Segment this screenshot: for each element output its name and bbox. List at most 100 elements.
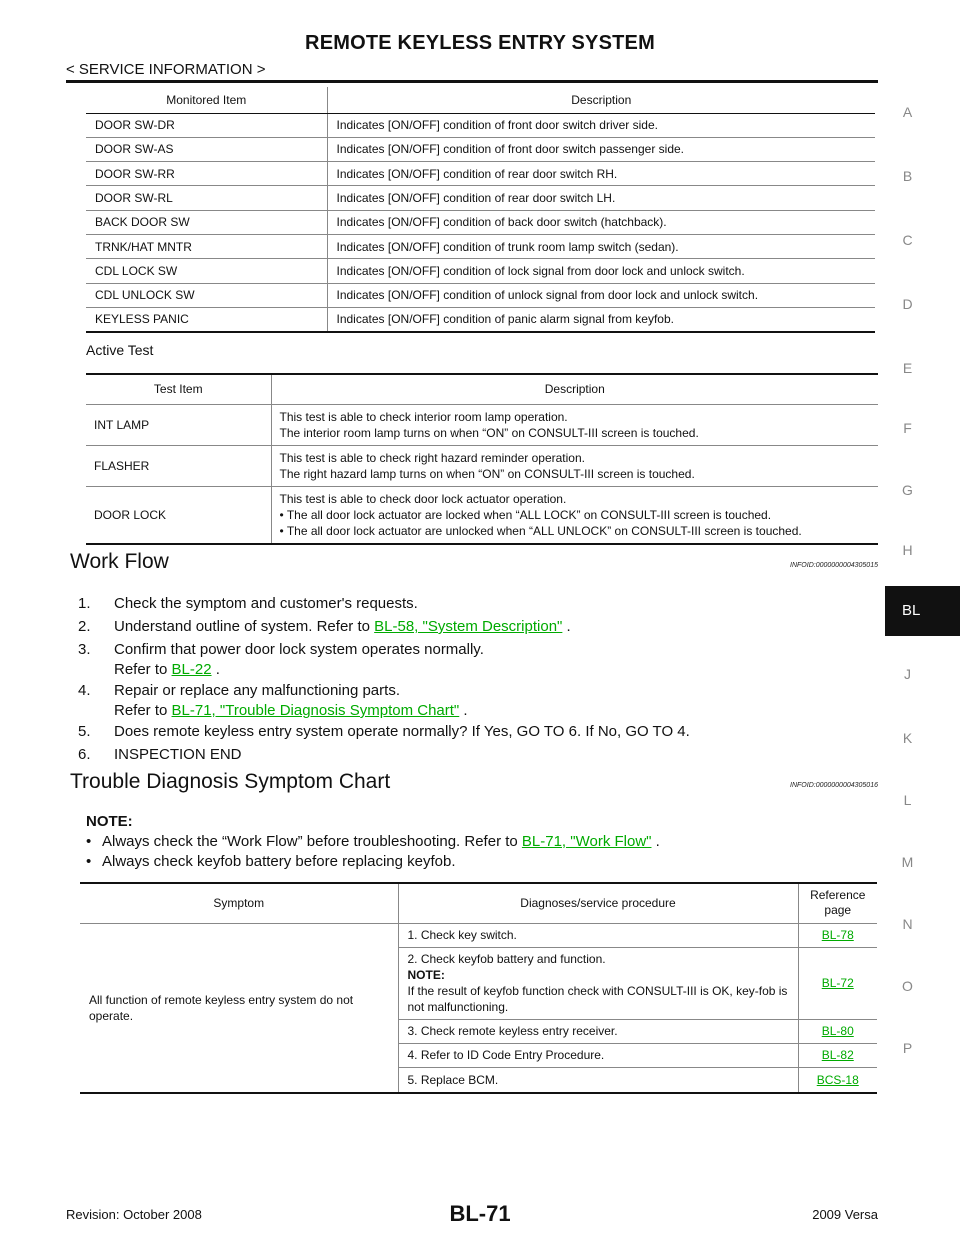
side-letter[interactable]: A	[902, 104, 913, 120]
side-letter[interactable]: F	[903, 420, 912, 436]
side-letter[interactable]: E	[902, 360, 913, 376]
column-header: Diagnoses/service procedure	[398, 883, 799, 924]
side-letter[interactable]: N	[902, 916, 913, 932]
footer-page-number: BL-71	[449, 1201, 511, 1226]
cell-description: Indicates [ON/OFF] condition of rear doo…	[327, 161, 875, 187]
step-item: 6. INSPECTION END	[78, 745, 242, 765]
step-subline: Refer to BL-22 .	[78, 660, 484, 680]
procedure-note-title: NOTE:	[407, 968, 445, 982]
active-test-heading: Active Test	[86, 342, 154, 358]
step-text: INSPECTION END	[114, 746, 242, 763]
side-letter[interactable]: G	[902, 482, 913, 498]
side-letter[interactable]: B	[902, 168, 913, 184]
link-bl-80[interactable]: BL-80	[821, 1024, 854, 1038]
table-row: 4. Refer to ID Code Entry Procedure. BL-…	[80, 1043, 877, 1068]
step-text: Confirm that power door lock system oper…	[114, 641, 484, 658]
link-bl-71-work-flow[interactable]: BL-71, "Work Flow"	[521, 833, 652, 850]
table-row: 2. Check keyfob battery and function. NO…	[80, 947, 877, 1020]
side-tab-active[interactable]: BL	[885, 586, 960, 636]
cell-description: Indicates [ON/OFF] condition of unlock s…	[327, 283, 875, 308]
note-title: NOTE:	[86, 813, 133, 830]
work-flow-heading: Work Flow	[70, 550, 169, 573]
side-letter[interactable]: O	[902, 978, 913, 994]
column-header: Description	[271, 374, 878, 405]
column-header: Monitored Item	[86, 87, 328, 114]
side-letter[interactable]: J	[904, 666, 911, 682]
side-letter[interactable]: K	[902, 730, 913, 746]
side-letter[interactable]: D	[902, 296, 913, 312]
column-header: Symptom	[80, 883, 399, 924]
bullet-icon: •	[86, 833, 92, 850]
note-text-suffix: .	[651, 833, 660, 850]
step-sub-suffix: .	[211, 661, 220, 678]
symptom-chart-heading: Trouble Diagnosis Symptom Chart	[70, 770, 391, 793]
cell-description: Indicates [ON/OFF] condition of lock sig…	[327, 258, 875, 284]
cell-description: Indicates [ON/OFF] condition of panic al…	[327, 307, 875, 333]
table-header-row: Test Item Description	[86, 374, 878, 405]
cell-item: CDL LOCK SW	[86, 258, 328, 284]
table-header-row: Monitored Item Description	[86, 87, 875, 114]
procedure-note-text: If the result of keyfob function check w…	[407, 984, 788, 1014]
note-item: •Always check keyfob battery before repl…	[86, 852, 660, 872]
cell-item: BACK DOOR SW	[86, 210, 328, 235]
active-test-table: Test Item Description INT LAMP This test…	[86, 373, 878, 545]
step-sub-suffix: .	[459, 702, 468, 719]
note-text: Always check keyfob battery before repla…	[102, 853, 456, 870]
cell-description: Indicates [ON/OFF] condition of front do…	[327, 137, 875, 163]
link-bcs-18[interactable]: BCS-18	[816, 1072, 859, 1087]
step-number: 1.	[78, 595, 91, 612]
step-text: Does remote keyless entry system operate…	[114, 723, 690, 740]
link-bl-58[interactable]: BL-58, "System Description"	[374, 618, 563, 635]
cell-description: Indicates [ON/OFF] condition of trunk ro…	[327, 234, 875, 260]
link-bl-78[interactable]: BL-78	[821, 928, 854, 942]
work-flow-infoid: INFOID:0000000004305015	[790, 562, 878, 569]
step-number: 3.	[78, 641, 91, 658]
cell-item: KEYLESS PANIC	[86, 307, 328, 333]
symptom-chart-table: Symptom Diagnoses/service procedure Refe…	[80, 882, 877, 1094]
cell-procedure: 3. Check remote keyless entry receiver.	[398, 1019, 799, 1044]
cell-reference: BCS-18	[798, 1067, 877, 1093]
step-number: 2.	[78, 618, 91, 635]
step-item: 5. Does remote keyless entry system opera…	[78, 722, 690, 742]
column-header: Description	[327, 87, 875, 114]
cell-reference: BL-72	[798, 947, 877, 1020]
step-number: 5.	[78, 723, 91, 740]
column-header-line: Reference	[810, 888, 866, 903]
description-line: The interior room lamp turns on when “ON…	[279, 425, 699, 440]
cell-description: This test is able to check interior room…	[271, 404, 878, 446]
note-item: •Always check the “Work Flow” before tro…	[86, 832, 660, 852]
cell-item: DOOR SW-RR	[86, 161, 328, 187]
link-bl-71-chart[interactable]: BL-71, "Trouble Diagnosis Symptom Chart"	[171, 702, 460, 719]
cell-description: Indicates [ON/OFF] condition of rear doo…	[327, 185, 875, 211]
side-letter[interactable]: C	[902, 232, 913, 248]
table-row: INT LAMP This test is able to check inte…	[86, 404, 878, 446]
step-item: 3. Confirm that power door lock system op…	[78, 640, 484, 680]
step-text: Understand outline of system. Refer to	[114, 618, 375, 635]
step-item: 2. Understand outline of system. Refer to…	[78, 617, 571, 637]
side-letter[interactable]: L	[903, 792, 912, 808]
cell-item: INT LAMP	[86, 404, 272, 446]
footer-model: 2009 Versa	[812, 1207, 878, 1222]
link-bl-22[interactable]: BL-22	[171, 661, 212, 678]
table-header-row: Symptom Diagnoses/service procedure Refe…	[80, 883, 877, 924]
side-letter[interactable]: H	[902, 542, 913, 558]
side-letter[interactable]: M	[901, 854, 914, 870]
description-line: • The all door lock actuator are unlocke…	[279, 523, 802, 538]
step-text: Repair or replace any malfunctioning par…	[114, 682, 400, 699]
symptom-chart-infoid: INFOID:0000000004305016	[790, 782, 878, 789]
cell-item: DOOR SW-RL	[86, 185, 328, 211]
link-bl-82[interactable]: BL-82	[821, 1048, 854, 1062]
step-number: 6.	[78, 746, 91, 763]
cell-item: CDL UNLOCK SW	[86, 283, 328, 308]
link-bl-72[interactable]: BL-72	[821, 976, 854, 990]
cell-procedure: 5. Replace BCM.	[398, 1067, 799, 1093]
table-row: All function of remote keyless entry sys…	[80, 923, 877, 1093]
footer-revision: Revision: October 2008	[66, 1207, 202, 1222]
note-block: NOTE: •Always check the “Work Flow” befo…	[86, 812, 660, 872]
side-letter[interactable]: P	[902, 1040, 913, 1056]
